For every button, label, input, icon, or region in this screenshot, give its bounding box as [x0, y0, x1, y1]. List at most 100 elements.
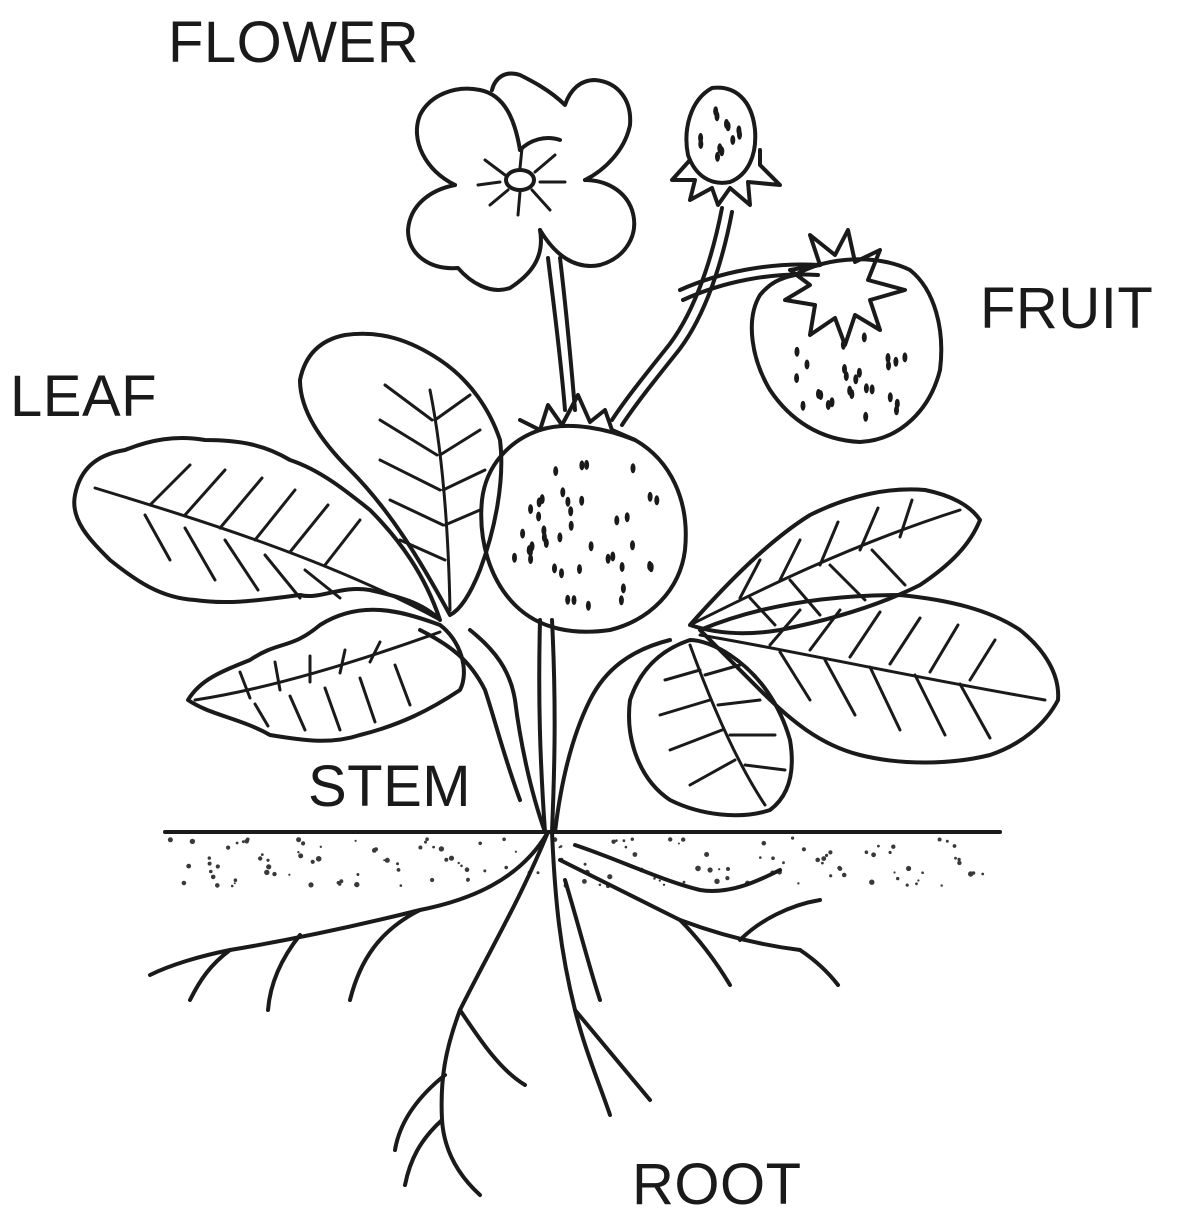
seed-dot — [552, 563, 557, 573]
soil-dot — [906, 884, 909, 887]
soil-dot — [759, 856, 762, 859]
soil-dot — [941, 884, 943, 886]
seed-dot — [870, 384, 875, 394]
soil-dot — [272, 872, 276, 876]
soil-dot — [182, 881, 187, 886]
soil-dot — [828, 850, 832, 854]
soil-dot — [953, 844, 957, 848]
soil-dot — [400, 884, 403, 887]
seed-dot — [726, 121, 731, 131]
seed-dot — [512, 553, 517, 563]
soil-dot — [297, 851, 299, 853]
soil-dot — [821, 856, 826, 861]
soil-dot — [504, 866, 508, 870]
seed-dot — [579, 496, 584, 506]
soil-dot — [896, 877, 899, 880]
soil-dot — [659, 880, 661, 882]
soil-dot — [714, 879, 719, 884]
soil-dot — [430, 878, 434, 882]
seed-dot — [625, 512, 630, 522]
soil-dot — [681, 837, 685, 841]
soil-dot — [354, 882, 359, 887]
soil-dot — [208, 856, 211, 859]
soil-dot — [425, 837, 429, 841]
right-leaves — [629, 489, 1058, 815]
label-flower: FLOWER — [168, 14, 419, 72]
soil-dot — [424, 841, 427, 844]
soil-dot — [515, 851, 517, 853]
seed-dot — [579, 460, 584, 470]
soil-dot — [432, 846, 435, 849]
central-strawberry — [481, 395, 686, 632]
seed-dot — [888, 392, 893, 402]
seed-dot — [586, 601, 591, 611]
seed-dot — [606, 554, 611, 564]
soil-dot — [838, 867, 842, 871]
soil-dot — [320, 846, 322, 848]
soil-dot — [168, 837, 173, 842]
seed-dot — [886, 361, 891, 371]
seed-dot — [849, 389, 854, 399]
soil-dot — [762, 841, 767, 846]
soil-dot — [726, 867, 730, 871]
soil-dot — [208, 862, 212, 866]
label-leaf: LEAF — [10, 368, 157, 426]
soil-dot — [829, 874, 832, 877]
seed-dot — [649, 562, 654, 572]
soil-dot — [791, 837, 794, 840]
seed-dot — [568, 506, 573, 516]
soil-dot — [296, 837, 301, 842]
stamens — [478, 148, 565, 215]
seed-dot — [557, 532, 562, 542]
seed-dot — [717, 143, 722, 153]
seed-dot — [862, 332, 867, 342]
soil-dot — [946, 840, 949, 843]
soil-dot — [938, 838, 942, 842]
label-root: ROOT — [632, 1156, 802, 1214]
soil-dot — [815, 858, 820, 863]
soil-dot — [877, 845, 880, 848]
soil-dot — [356, 873, 359, 876]
seed-dot — [715, 152, 720, 162]
soil-dot — [355, 840, 357, 842]
seed-dot — [619, 595, 624, 605]
soil-dot — [444, 858, 448, 862]
soil-dot — [374, 847, 378, 851]
soil-dot — [215, 883, 220, 888]
soil-dot — [921, 871, 924, 874]
seed-dot — [528, 504, 533, 514]
soil-dot — [261, 853, 264, 856]
soil-dot — [396, 862, 399, 865]
soil-dot — [226, 846, 230, 850]
seed-dot — [826, 400, 831, 410]
soil-dot — [972, 871, 976, 875]
soil-dot — [865, 850, 869, 854]
soil-dot — [231, 885, 234, 888]
soil-dot — [607, 874, 612, 879]
soil-dot — [842, 873, 847, 878]
soil-dot — [385, 858, 390, 863]
seed-dot — [893, 357, 898, 367]
soil-dot — [584, 863, 587, 866]
flower — [408, 73, 634, 289]
soil-dot — [478, 842, 482, 846]
soil-dot — [954, 857, 957, 860]
soil-dot — [582, 879, 587, 884]
soil-dot — [891, 845, 895, 849]
seed-dot — [614, 515, 619, 525]
soil-dot — [663, 884, 665, 886]
soil-dot — [397, 868, 401, 872]
soil-dot — [906, 866, 911, 871]
soil-dot — [308, 882, 313, 887]
seed-dot — [794, 373, 799, 383]
soil-dot — [298, 853, 303, 858]
soil-dot — [633, 852, 638, 857]
soil-dot — [957, 858, 960, 861]
seed-dot — [730, 135, 735, 145]
seed-dot — [902, 352, 907, 362]
soil-dot — [797, 882, 799, 884]
soil-dot — [893, 871, 895, 873]
seed-dot — [530, 541, 535, 551]
